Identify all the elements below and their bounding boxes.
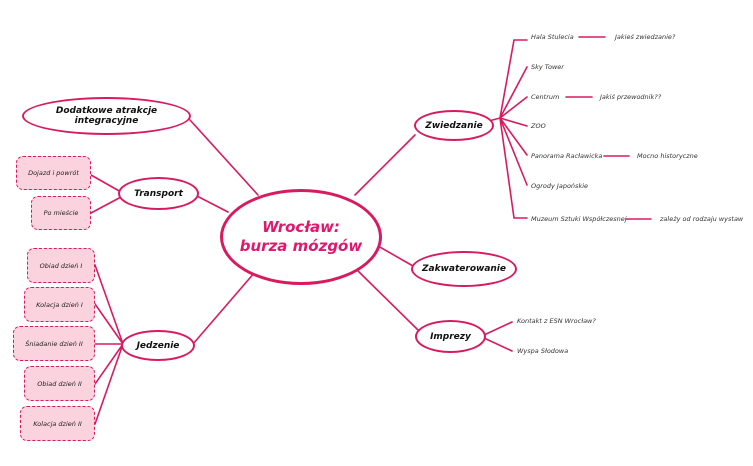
- zwiedzanie-note[interactable]: zależy od rodzaju wystaw: [660, 215, 744, 223]
- branch-jedzenie[interactable]: Jedzenie: [121, 330, 195, 361]
- zwiedzanie-item[interactable]: Sky Tower: [531, 63, 564, 71]
- zwiedzanie-note[interactable]: Jakiś przewodnik??: [600, 93, 662, 101]
- zwiedzanie-note[interactable]: Mocno historyczne: [637, 152, 698, 160]
- transport-item[interactable]: Po mieście: [31, 196, 91, 230]
- branch-transport[interactable]: Transport: [118, 177, 199, 210]
- zwiedzanie-item[interactable]: Hala Stulecia: [531, 33, 574, 41]
- jedzenie-item[interactable]: Obiad dzień II: [24, 366, 95, 401]
- jedzenie-item[interactable]: Kolacja dzień I: [24, 287, 95, 322]
- imprezy-item[interactable]: Kontakt z ESN Wrocław?: [517, 317, 596, 325]
- central-topic[interactable]: Wrocław: burza mózgów: [220, 189, 382, 285]
- branch-imprezy[interactable]: Imprezy: [415, 320, 486, 353]
- jedzenie-item[interactable]: Kolacja dzień II: [20, 406, 95, 441]
- central-topic-line1: Wrocław:: [262, 218, 340, 236]
- transport-item[interactable]: Dojazd i powrót: [16, 156, 91, 190]
- zwiedzanie-item[interactable]: Ogrody Japońskie: [531, 182, 589, 190]
- jedzenie-item[interactable]: Śniadanie dzień II: [13, 326, 95, 361]
- imprezy-item[interactable]: Wyspa Słodowa: [517, 347, 569, 355]
- zwiedzanie-note[interactable]: Jakieś zwiedzanie?: [615, 33, 676, 41]
- jedzenie-item[interactable]: Obiad dzień I: [27, 248, 95, 283]
- central-topic-line2: burza mózgów: [239, 237, 363, 255]
- zwiedzanie-item[interactable]: ZOO: [531, 122, 546, 130]
- zwiedzanie-item[interactable]: Centrum: [531, 93, 560, 101]
- branch-dodatkowe-atrakcje[interactable]: Dodatkowe atrakcje integracyjne: [22, 97, 191, 135]
- zwiedzanie-item[interactable]: Panorama Racławicka: [531, 152, 603, 160]
- branch-zakwaterowanie[interactable]: Zakwaterowanie: [411, 251, 517, 287]
- branch-zwiedzanie[interactable]: Zwiedzanie: [414, 110, 494, 141]
- zwiedzanie-item[interactable]: Muzeum Sztuki Współczesnej: [531, 215, 627, 223]
